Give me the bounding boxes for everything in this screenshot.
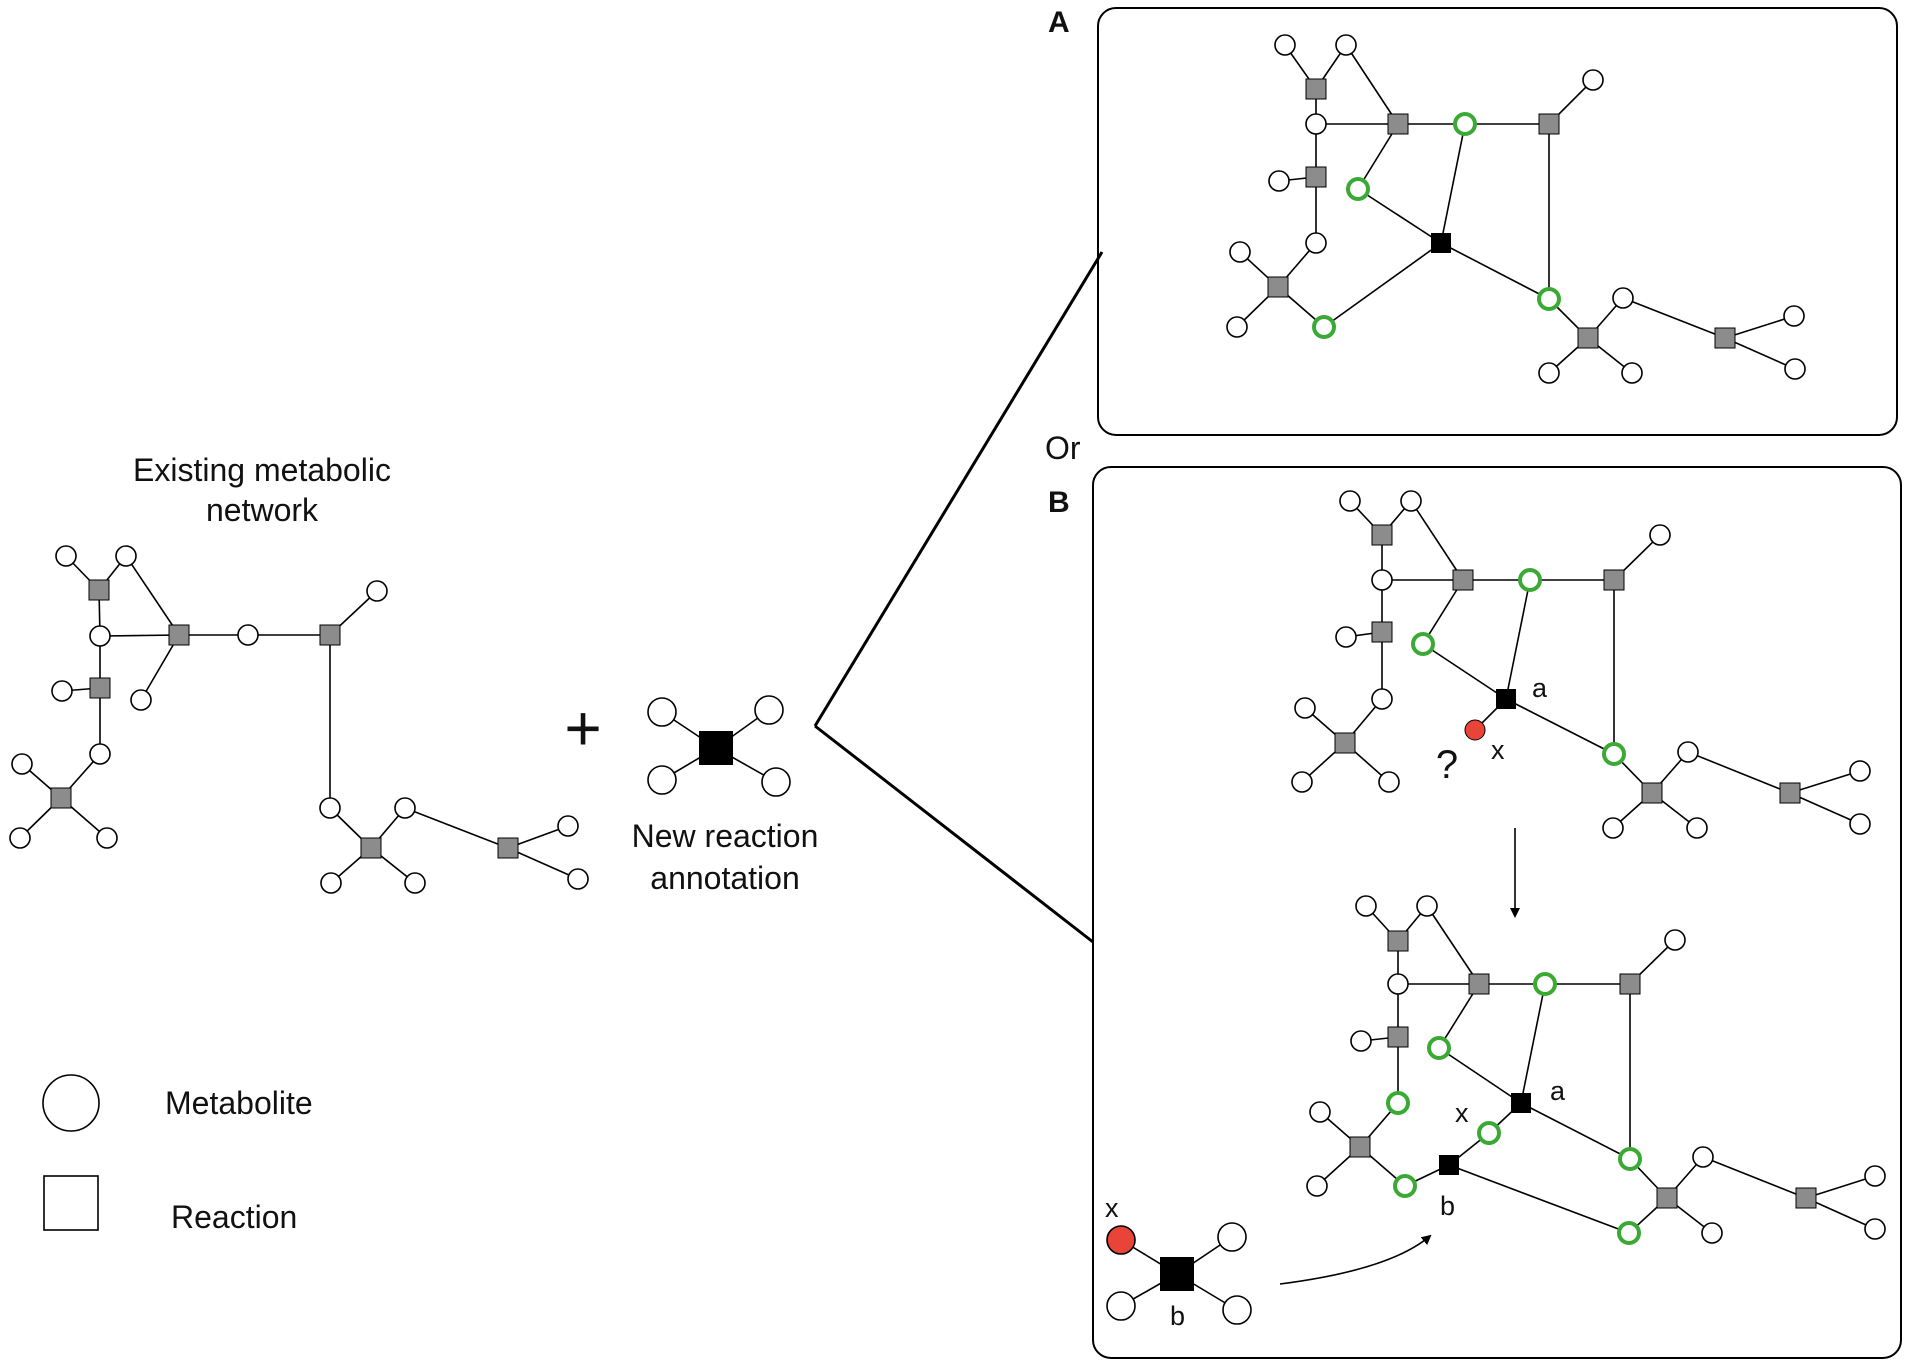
incoming-reaction-node (1160, 1257, 1194, 1291)
panel-b-letter: B (1048, 486, 1070, 519)
panel-b-top-reaction-label: a (1532, 673, 1548, 703)
panel-b-bottom-reaction-b (1439, 1155, 1459, 1175)
panel-b-bottom-highlighted-metabolite (1617, 1221, 1641, 1245)
existing-network-reactions (50, 579, 519, 859)
panel-a-metabolites (1226, 34, 1806, 384)
panel-b-top-highlighted-metabolite (1518, 568, 1542, 592)
panel-a-highlighted-metabolite (1346, 177, 1370, 201)
legend-metabolite-symbol (42, 1074, 100, 1132)
panel-b: B (1048, 466, 1902, 1359)
panel-b-top-highlighted-metabolite (1411, 632, 1435, 656)
new-reaction-label-line2: annotation (650, 860, 799, 896)
panel-b-bottom-network: a b x (1306, 895, 1886, 1245)
panel-b-bottom-reaction-b-label: b (1440, 1191, 1455, 1221)
panel-b-bottom-highlighted-metabolite (1393, 1174, 1417, 1198)
panel-b-bottom-highlighted-metabolite (1477, 1121, 1501, 1145)
plus-sign: + (564, 692, 601, 764)
callout-lines (813, 251, 1104, 944)
panel-b-incoming-reaction: x b (1105, 1193, 1252, 1331)
panel-b-bottom-x-label: x (1455, 1098, 1469, 1128)
panel-b-top-network: a x ? (1291, 490, 1871, 839)
panel-a-letter: A (1048, 6, 1070, 39)
incoming-b-label: b (1170, 1301, 1185, 1331)
panel-b-bottom-highlighted-metabolite (1386, 1091, 1410, 1115)
existing-network: Existing metabolic network (9, 452, 589, 894)
legend-reaction-label: Reaction (171, 1199, 297, 1235)
panel-a-frame (1097, 7, 1898, 436)
legend: Metabolite Reaction (42, 1074, 313, 1235)
panel-a-highlighted-metabolite (1453, 112, 1477, 136)
panel-b-bottom-highlighted-metabolite (1427, 1036, 1451, 1060)
panel-a: A (1048, 6, 1898, 436)
panel-a-highlighted-metabolite (1537, 287, 1561, 311)
panel-b-bottom-highlighted-metabolite (1533, 972, 1557, 996)
panel-b-top-reactions (1334, 524, 1801, 804)
panel-b-frame (1092, 466, 1902, 1359)
or-label: Or (1045, 430, 1081, 466)
existing-network-title: Existing metabolic (133, 452, 391, 488)
new-reaction-node (699, 731, 733, 765)
panel-b-curved-arrow (1279, 1234, 1432, 1285)
panel-b-bottom-reactions (1349, 930, 1817, 1209)
incoming-x-metabolite (1106, 1225, 1136, 1255)
new-reaction: New reaction annotation (632, 695, 819, 896)
existing-network-metabolites (9, 545, 589, 894)
panel-b-bottom-metabolites (1306, 895, 1886, 1245)
panel-a-highlighted-metabolite (1312, 315, 1336, 339)
panel-b-bottom-reaction-a (1511, 1093, 1531, 1113)
existing-network-title-line2: network (206, 492, 319, 528)
panel-b-missing-metabolite (1464, 719, 1486, 741)
panel-b-bottom-reaction-a-label: a (1550, 1076, 1566, 1106)
legend-metabolite-label: Metabolite (165, 1085, 313, 1121)
panel-b-question-mark: ? (1436, 743, 1458, 787)
legend-reaction-symbol (43, 1175, 99, 1231)
incoming-x-label: x (1105, 1193, 1119, 1223)
panel-a-new-reaction (1431, 233, 1451, 253)
panel-b-top-new-reaction (1496, 689, 1516, 709)
panel-b-top-missing-label: x (1491, 735, 1505, 765)
new-reaction-label: New reaction (632, 818, 819, 854)
panel-b-top-highlighted-metabolite (1602, 742, 1626, 766)
panel-b-top-metabolites (1291, 490, 1871, 839)
panel-b-bottom-highlighted-metabolite (1618, 1147, 1642, 1171)
panel-a-reactions (1267, 78, 1736, 349)
